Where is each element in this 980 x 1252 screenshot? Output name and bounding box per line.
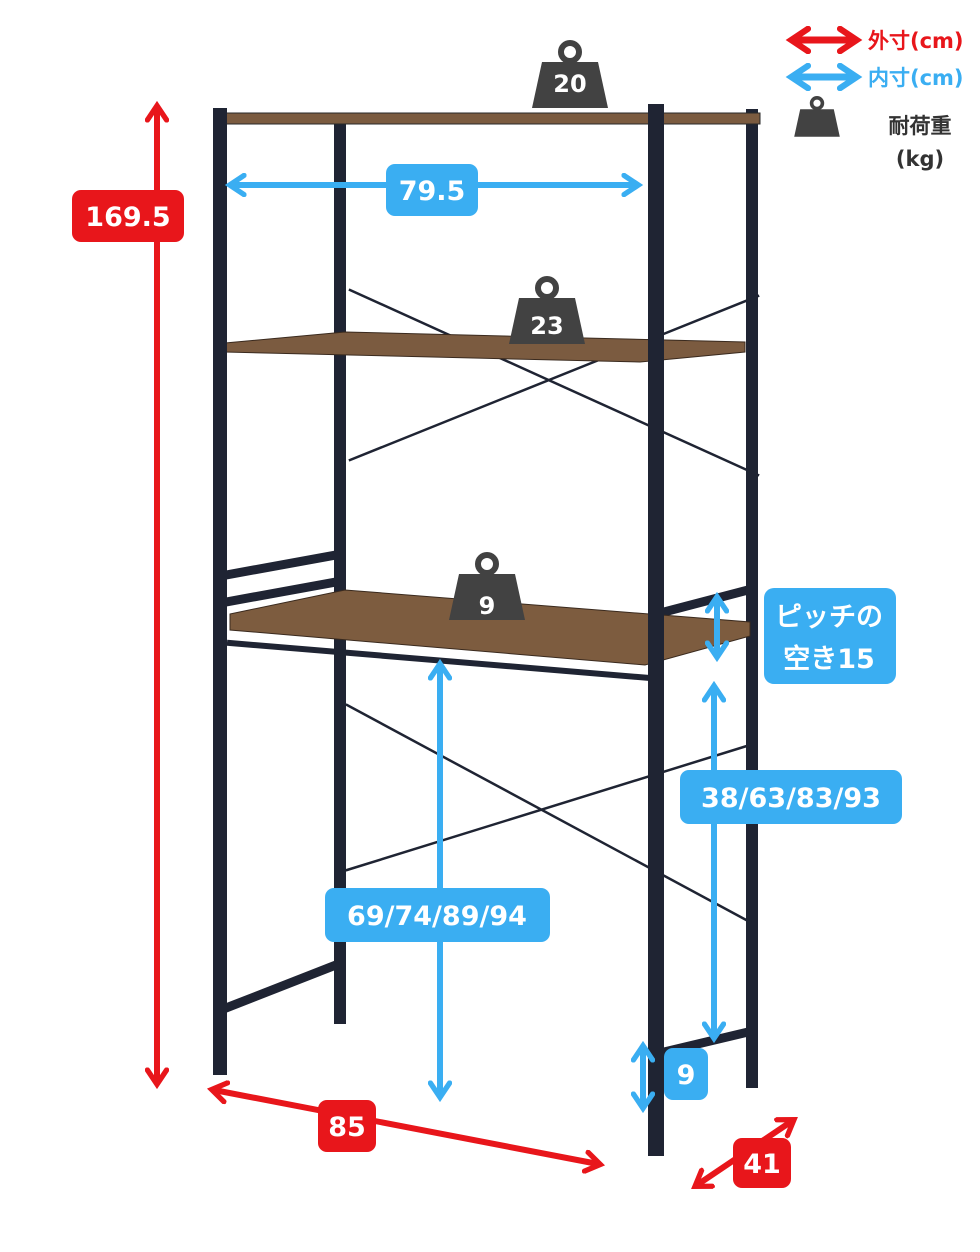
desk-heights-label: 69/74/89/94 [347,901,527,932]
legend: 外寸(cm) 内寸(cm) 耐荷重 (kg) [794,29,964,171]
weight-icon-top: 20 [532,43,608,108]
middle-shelf-load: 23 [530,312,563,340]
weight-icon-desk: 9 [449,555,525,620]
inner-width-dimension: 79.5 [232,164,636,216]
weight-legend-icon [792,95,842,139]
desk-shelf-load: 9 [479,592,496,620]
middle-shelf [224,331,746,363]
pitch-label-line1: ピッチの [775,602,883,633]
top-shelf [221,112,761,125]
pitch-dimension: ピッチの 空き15 [717,588,896,684]
outer-height-label: 169.5 [85,202,170,233]
outer-height-dimension: 169.5 [72,108,184,1082]
outer-depth-label: 41 [743,1149,781,1180]
bottom-clearance-label: 9 [677,1060,696,1091]
cross-braces [345,288,760,924]
outer-depth-dimension: 41 [697,1121,792,1188]
right-heights-label: 38/63/83/93 [701,783,881,814]
pitch-label-line2: 空き15 [783,643,875,675]
legend-inner-label: 内寸(cm) [868,66,964,90]
legend-load-label: 耐荷重 [889,114,952,138]
outer-width-label: 85 [328,1112,366,1143]
weight-icon-middle: 23 [509,279,585,344]
legend-load-unit: (kg) [896,147,944,171]
legend-outer-label: 外寸(cm) [868,29,964,53]
top-shelf-load: 20 [553,70,586,98]
desk-height-dimension: 69/74/89/94 [325,666,550,1095]
outer-width-dimension: 85 [214,1090,598,1164]
desk-shelf [229,589,751,666]
shelf-width-label: 79.5 [399,176,466,207]
bottom-clearance-dimension: 9 [643,1048,708,1106]
right-height-dimension: 38/63/83/93 [680,688,902,1036]
